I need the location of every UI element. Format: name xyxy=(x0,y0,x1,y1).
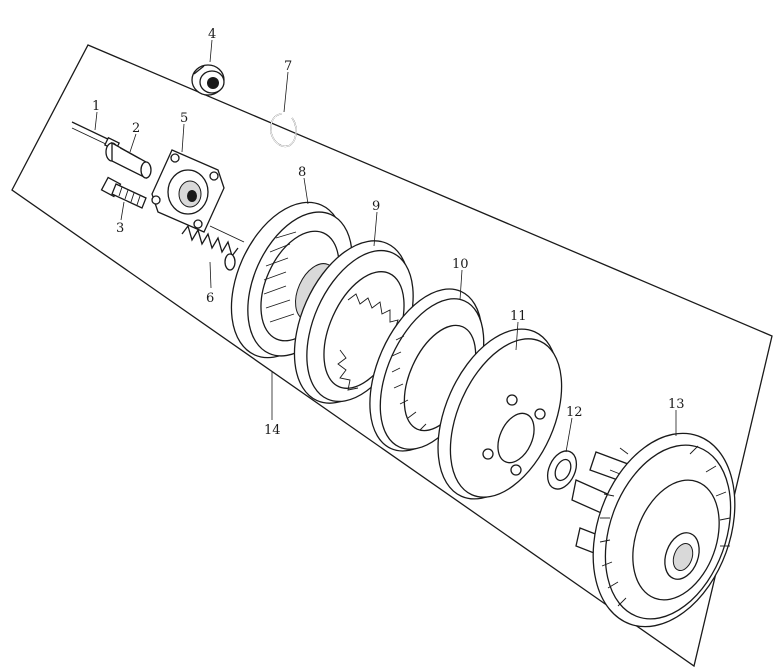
callout-11: 11 xyxy=(510,309,527,324)
part-7-circlip xyxy=(270,113,297,148)
part-2-collar-bolt xyxy=(105,141,152,180)
callout-13: 13 xyxy=(668,397,685,412)
callout-12: 12 xyxy=(566,405,583,420)
callout-8: 8 xyxy=(298,165,306,180)
part-13-clutch-outer-gear xyxy=(571,432,736,628)
callout-3: 3 xyxy=(116,221,124,236)
part-4-bearing xyxy=(191,64,225,96)
leader-lines xyxy=(94,39,677,453)
callout-10: 10 xyxy=(452,257,469,272)
callout-labels: 1 2 3 4 5 6 7 8 9 10 11 12 13 14 xyxy=(92,27,685,438)
callout-7: 7 xyxy=(284,59,292,74)
part-12-spline-washer xyxy=(546,450,578,490)
part-6-spring xyxy=(181,224,245,271)
callout-1: 1 xyxy=(92,99,100,114)
part-3-bolt xyxy=(100,176,147,209)
part-5-pressure-plate xyxy=(151,149,225,233)
callout-6: 6 xyxy=(206,291,214,306)
part-11-pressure-disc xyxy=(437,328,563,500)
diagram-frame xyxy=(11,44,773,668)
callout-2: 2 xyxy=(132,121,140,136)
callout-5: 5 xyxy=(180,111,188,126)
callout-9: 9 xyxy=(372,199,380,214)
callout-14: 14 xyxy=(264,423,281,438)
callout-4: 4 xyxy=(208,27,216,42)
